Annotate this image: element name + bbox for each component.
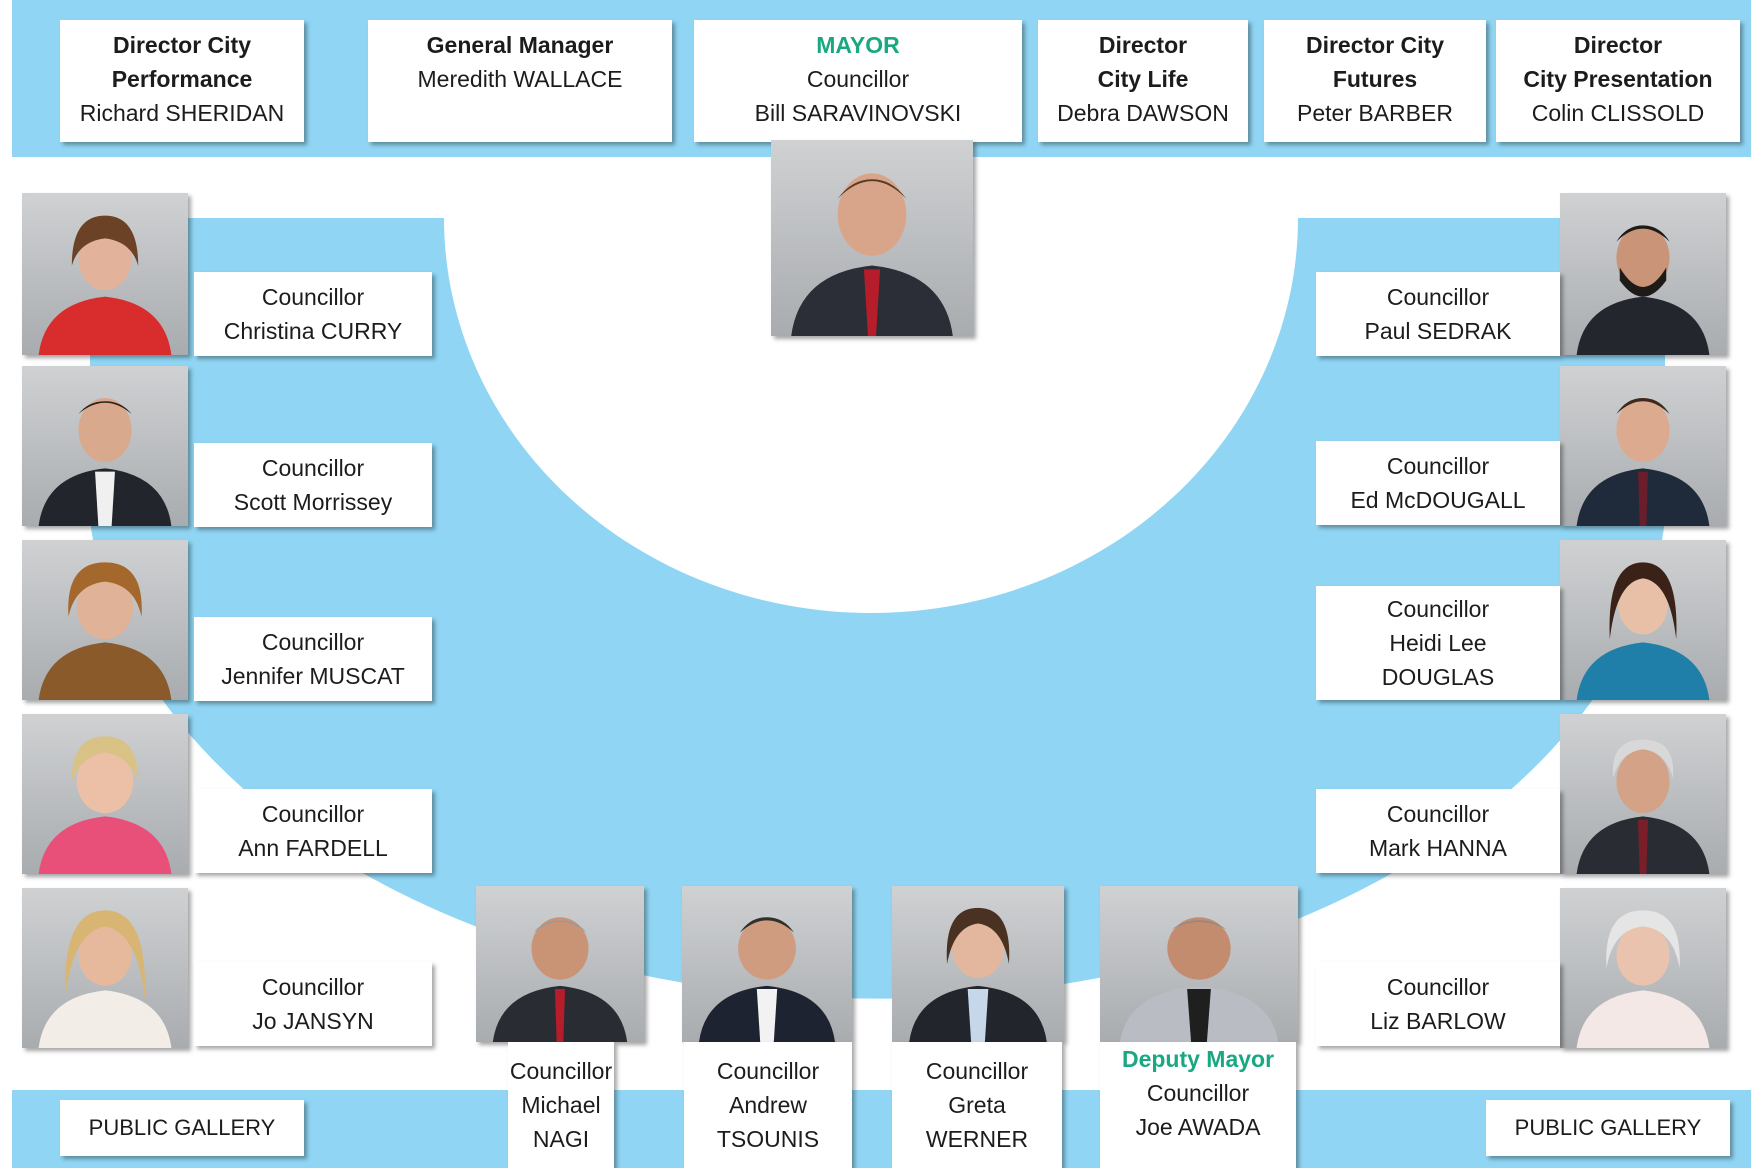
councillor-title: Councillor	[1386, 596, 1490, 622]
councillor-title: Councillor	[1386, 453, 1490, 479]
public-gallery-right: PUBLIC GALLERY	[1486, 1100, 1730, 1156]
councillor-card-right-5: Councillor Liz BARLOW	[1316, 962, 1560, 1046]
staff-name: Colin CLISSOLD	[1531, 100, 1705, 126]
councillor-title: Councillor	[261, 284, 365, 310]
staff-director-city-presentation: Director City Presentation Colin CLISSOL…	[1496, 20, 1740, 142]
councillor-title: Councillor	[1386, 284, 1490, 310]
councillor-name-line2: NAGI	[532, 1126, 590, 1152]
councillor-name: Liz BARLOW	[1370, 1008, 1506, 1034]
councillor-name-line2: DOUGLAS	[1381, 664, 1495, 690]
councillor-photo-left-2	[22, 366, 188, 526]
councillor-card-right-3: Councillor Heidi Lee DOUGLAS	[1316, 586, 1560, 700]
councillor-card-right-2: Councillor Ed McDOUGALL	[1316, 441, 1560, 525]
councillor-photo-right-5	[1560, 888, 1726, 1048]
councillor-photo-left-4	[22, 714, 188, 874]
councillor-name: Mark HANNA	[1368, 835, 1507, 861]
councillor-title: Councillor	[509, 1058, 613, 1084]
staff-role-line1: Director	[1098, 32, 1188, 58]
staff-name: Meredith WALLACE	[417, 66, 623, 92]
councillor-name: Ann FARDELL	[238, 835, 388, 861]
councillor-name: Jo JANSYN	[252, 1008, 374, 1034]
councillor-photo-bottom-1	[476, 886, 644, 1042]
mayor-photo	[771, 140, 973, 336]
councillor-name-line1: Heidi Lee	[1389, 630, 1487, 656]
staff-name: Richard SHERIDAN	[79, 100, 285, 126]
councillor-title: Councillor	[1146, 1080, 1250, 1106]
councillor-name-line1: Andrew	[729, 1092, 807, 1118]
staff-role-line1: Director	[1573, 32, 1663, 58]
councillor-title: Councillor	[261, 455, 365, 481]
councillor-name: Joe AWADA	[1135, 1114, 1261, 1140]
councillor-name-line2: TSOUNIS	[716, 1126, 820, 1152]
deputy-mayor-card: Deputy Mayor Councillor Joe AWADA	[1100, 1042, 1296, 1168]
staff-role-line1: Director City	[112, 32, 252, 58]
councillor-photo-right-1	[1560, 193, 1726, 355]
councillor-name: Ed McDOUGALL	[1350, 487, 1526, 513]
councillor-title: Councillor	[261, 974, 365, 1000]
councillor-name: Paul SEDRAK	[1364, 318, 1512, 344]
staff-role-line1: General Manager	[426, 32, 614, 58]
councillor-photo-bottom-3	[892, 886, 1064, 1042]
councillor-photo-left-1	[22, 193, 188, 355]
staff-director-city-life: Director City Life Debra DAWSON	[1038, 20, 1248, 142]
councillor-name-line1: Michael	[521, 1092, 601, 1118]
councillor-card-left-3: Councillor Jennifer MUSCAT	[194, 617, 432, 701]
deputy-mayor-role: Deputy Mayor	[1121, 1046, 1275, 1072]
chamber-inner-space	[444, 218, 1298, 613]
mayor-role: MAYOR	[816, 32, 900, 58]
councillor-card-bottom-2: Councillor Andrew TSOUNIS	[684, 1042, 852, 1168]
councillor-card-left-1: Councillor Christina CURRY	[194, 272, 432, 356]
councillor-name: Scott Morrissey	[233, 489, 393, 515]
councillor-name: Jennifer MUSCAT	[221, 663, 405, 689]
councillor-card-right-1: Councillor Paul SEDRAK	[1316, 272, 1560, 356]
councillor-card-left-2: Councillor Scott Morrissey	[194, 443, 432, 527]
staff-role-line2: Futures	[1332, 66, 1418, 92]
staff-director-city-performance: Director City Performance Richard SHERID…	[60, 20, 304, 142]
councillor-card-left-4: Councillor Ann FARDELL	[194, 789, 432, 873]
councillor-card-bottom-3: Councillor Greta WERNER	[892, 1042, 1062, 1168]
councillor-name: Christina CURRY	[223, 318, 403, 344]
councillor-photo-right-2	[1560, 366, 1726, 526]
councillor-title: Councillor	[1386, 801, 1490, 827]
mayor-box: MAYOR Councillor Bill SARAVINOVSKI	[694, 20, 1022, 142]
councillor-photo-bottom-4	[1100, 886, 1298, 1042]
staff-name: Debra DAWSON	[1057, 100, 1229, 126]
mayor-title: Councillor	[806, 66, 910, 92]
councillor-title: Councillor	[261, 801, 365, 827]
councillor-card-right-4: Councillor Mark HANNA	[1316, 789, 1560, 873]
councillor-photo-right-3	[1560, 540, 1726, 700]
councillor-card-left-5: Councillor Jo JANSYN	[194, 962, 432, 1046]
staff-general-manager: General Manager Meredith WALLACE	[368, 20, 672, 142]
councillor-photo-left-3	[22, 540, 188, 700]
councillor-photo-right-4	[1560, 714, 1726, 874]
mayor-name: Bill SARAVINOVSKI	[754, 100, 962, 126]
councillor-title: Councillor	[261, 629, 365, 655]
councillor-name-line2: WERNER	[925, 1126, 1029, 1152]
public-gallery-left: PUBLIC GALLERY	[60, 1100, 304, 1156]
councillor-photo-bottom-2	[682, 886, 852, 1042]
councillor-title: Councillor	[716, 1058, 820, 1084]
staff-role-line2: City Life	[1097, 66, 1189, 92]
staff-role-line2: City Presentation	[1523, 66, 1713, 92]
staff-name: Peter BARBER	[1297, 100, 1453, 126]
councillor-title: Councillor	[1386, 974, 1490, 1000]
staff-director-city-futures: Director City Futures Peter BARBER	[1264, 20, 1486, 142]
councillor-title: Councillor	[925, 1058, 1029, 1084]
staff-role-line1: Director City	[1305, 32, 1445, 58]
staff-role-line2: Performance	[111, 66, 253, 92]
councillor-photo-left-5	[22, 888, 188, 1048]
councillor-name-line1: Greta	[948, 1092, 1006, 1118]
councillor-card-bottom-1: Councillor Michael NAGI	[508, 1042, 614, 1168]
